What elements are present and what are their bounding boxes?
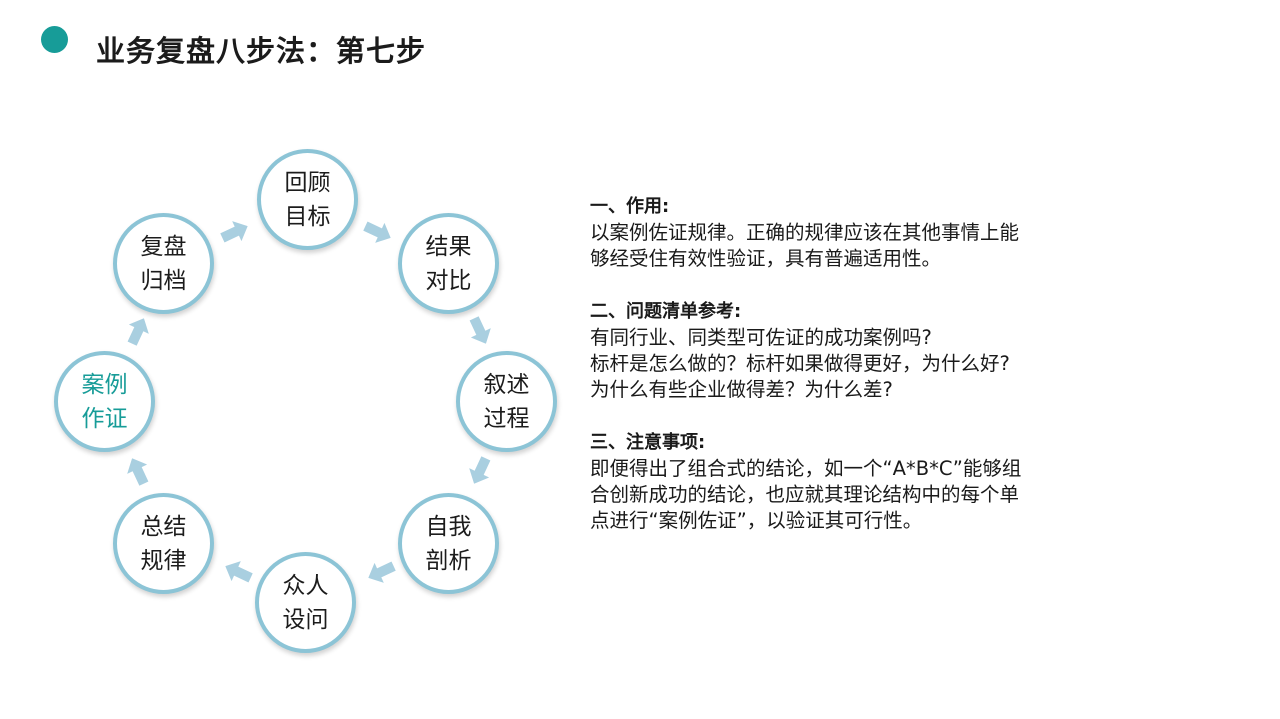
cycle-arrow-icon xyxy=(122,454,154,489)
node-label-line: 过程 xyxy=(483,405,530,432)
section-text-line: 够经受住有效性验证，具有普遍适用性。 xyxy=(590,247,942,270)
cycle-arrow-icon xyxy=(122,314,154,349)
node-label-line: 规律 xyxy=(140,547,187,574)
cycle-node-narrate-process: 叙述过程 xyxy=(456,351,557,452)
cycle-arrow-icon xyxy=(221,556,256,588)
node-label-line: 作证 xyxy=(81,405,128,432)
section-notes: 三、注意事项: 即便得出了组合式的结论，如一个“A*B*C”能够组 合创新成功的… xyxy=(590,430,1150,534)
node-label-line: 总结 xyxy=(140,513,187,540)
cycle-node-summarize-rules: 总结规律 xyxy=(113,493,214,594)
section-text-line: 点进行“案例佐证”，以验证其可行性。 xyxy=(590,509,923,532)
node-label-line: 归档 xyxy=(140,267,187,294)
node-label-line: 回顾 xyxy=(284,169,331,196)
section-text-line: 标杆是怎么做的？标杆如果做得更好，为什么好? xyxy=(590,352,1010,375)
page-title: 业务复盘八步法：第七步 xyxy=(96,34,427,68)
cycle-node-group-questioning: 众人设问 xyxy=(255,552,356,653)
section-question-list: 二、问题清单参考: 有同行业、同类型可佐证的成功案例吗? 标杆是怎么做的？标杆如… xyxy=(590,299,1150,403)
node-label-line: 复盘 xyxy=(140,233,187,260)
cycle-node-archive: 复盘归档 xyxy=(113,213,214,314)
section-heading: 二、问题清单参考: xyxy=(590,301,742,322)
node-label-line: 众人 xyxy=(282,572,329,599)
title-bullet-icon xyxy=(41,26,68,53)
node-label-line: 剖析 xyxy=(425,547,472,574)
cycle-node-self-analysis: 自我剖析 xyxy=(398,493,499,594)
node-label-line: 目标 xyxy=(284,203,331,230)
cycle-arrow-icon xyxy=(464,454,496,489)
section-text-line: 为什么有些企业做得差？为什么差? xyxy=(590,378,893,401)
cycle-arrow-icon xyxy=(464,314,496,349)
cycle-node-case-proof: 案例作证 xyxy=(54,351,155,452)
cycle-node-compare-results: 结果对比 xyxy=(398,213,499,314)
section-heading: 三、注意事项: xyxy=(590,432,706,453)
description-panel: 一、作用: 以案例佐证规律。正确的规律应该在其他事情上能 够经受住有效性验证，具… xyxy=(590,194,1150,561)
node-label-line: 结果 xyxy=(425,233,472,260)
cycle-node-review-goal: 回顾目标 xyxy=(257,149,358,250)
section-heading: 一、作用: xyxy=(590,196,670,217)
section-purpose: 一、作用: 以案例佐证规律。正确的规律应该在其他事情上能 够经受住有效性验证，具… xyxy=(590,194,1150,272)
cycle-arrow-icon xyxy=(218,216,253,248)
section-text-line: 有同行业、同类型可佐证的成功案例吗? xyxy=(590,326,932,349)
cycle-arrow-icon xyxy=(361,216,396,248)
section-text-line: 即便得出了组合式的结论，如一个“A*B*C”能够组 xyxy=(590,457,1022,480)
node-label-line: 案例 xyxy=(81,371,128,398)
node-label-line: 叙述 xyxy=(483,371,530,398)
node-label-line: 自我 xyxy=(425,513,472,540)
section-text-line: 合创新成功的结论，也应就其理论结构中的每个单 xyxy=(590,483,1020,506)
cycle-arrow-icon xyxy=(364,556,399,588)
node-label-line: 对比 xyxy=(425,267,472,294)
section-text-line: 以案例佐证规律。正确的规律应该在其他事情上能 xyxy=(590,221,1020,244)
node-label-line: 设问 xyxy=(282,606,329,633)
